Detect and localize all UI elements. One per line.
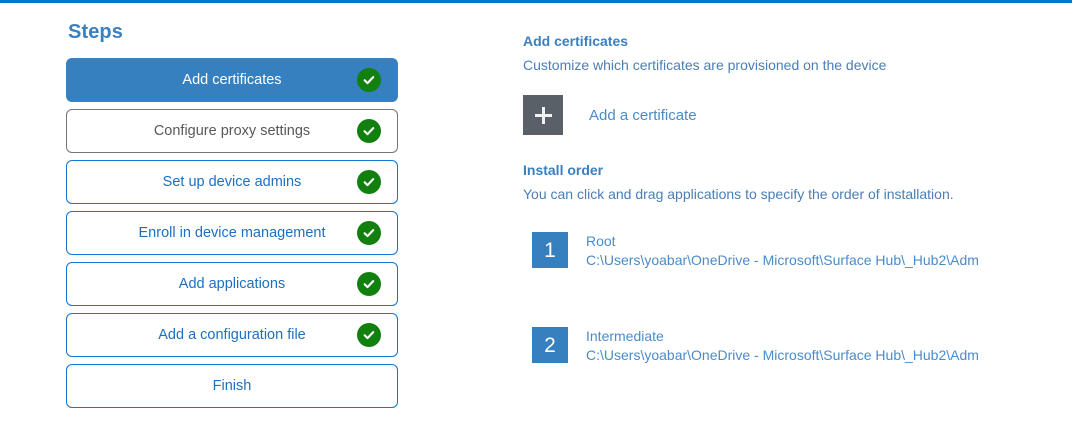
order-item-path: C:\Users\yoabar\OneDrive - Microsoft\Sur… <box>586 252 979 269</box>
step-complete-check-icon <box>357 119 381 143</box>
order-item-path: C:\Users\yoabar\OneDrive - Microsoft\Sur… <box>586 347 979 364</box>
step-label: Configure proxy settings <box>153 122 311 139</box>
install-order-item[interactable]: 2 Intermediate C:\Users\yoabar\OneDrive … <box>523 327 1072 387</box>
order-item-text: Intermediate C:\Users\yoabar\OneDrive - … <box>586 327 1056 365</box>
install-order-heading: Install order <box>523 162 604 179</box>
step-complete-check-icon <box>357 221 381 245</box>
step-button-add-applications[interactable]: Add applications <box>66 262 398 306</box>
detail-pane: Add certificates Customize which certifi… <box>523 33 1072 422</box>
order-item-name: Intermediate <box>586 328 664 345</box>
step-complete-check-icon <box>357 68 381 92</box>
step-complete-check-icon <box>357 170 381 194</box>
certificates-description: Customize which certificates are provisi… <box>523 57 887 73</box>
add-certificate-button[interactable]: Add a certificate <box>523 95 723 136</box>
steps-heading: Steps <box>68 21 123 43</box>
step-label: Add certificates <box>182 71 282 88</box>
steps-pane: Steps Add certificates Configure proxy s… <box>66 21 398 415</box>
top-accent-strip <box>0 0 1072 3</box>
order-item-text: Root C:\Users\yoabar\OneDrive - Microsof… <box>586 232 1056 270</box>
install-order-section: Install order You can click and drag app… <box>523 162 1072 387</box>
certificates-heading: Add certificates <box>523 33 629 49</box>
add-certificate-label: Add a certificate <box>589 106 697 124</box>
step-label: Add a configuration file <box>158 326 306 343</box>
step-label: Add applications <box>178 275 286 292</box>
step-button-add-a-configuration-file[interactable]: Add a configuration file <box>66 313 398 357</box>
install-order-description: You can click and drag applications to s… <box>523 186 954 203</box>
order-item-name: Root <box>586 233 616 250</box>
step-button-configure-proxy-settings[interactable]: Configure proxy settings <box>66 109 398 153</box>
order-number-badge: 1 <box>532 232 568 269</box>
step-button-add-certificates[interactable]: Add certificates <box>66 58 398 102</box>
install-order-list: 1 Root C:\Users\yoabar\OneDrive - Micros… <box>523 232 1072 387</box>
step-label: Enroll in device management <box>138 224 326 241</box>
step-label: Finish <box>212 377 252 394</box>
order-number-badge: 2 <box>532 327 568 364</box>
install-order-item[interactable]: 1 Root C:\Users\yoabar\OneDrive - Micros… <box>523 232 1072 292</box>
step-label: Set up device admins <box>162 173 302 190</box>
step-button-set-up-device-admins[interactable]: Set up device admins <box>66 160 398 204</box>
page-body: Steps Add certificates Configure proxy s… <box>0 3 1072 443</box>
step-complete-check-icon <box>357 323 381 347</box>
step-button-finish[interactable]: Finish <box>66 364 398 408</box>
certificates-section: Add certificates Customize which certifi… <box>523 33 1072 136</box>
step-complete-check-icon <box>357 272 381 296</box>
plus-icon <box>523 95 563 136</box>
step-button-enroll-in-device-management[interactable]: Enroll in device management <box>66 211 398 255</box>
